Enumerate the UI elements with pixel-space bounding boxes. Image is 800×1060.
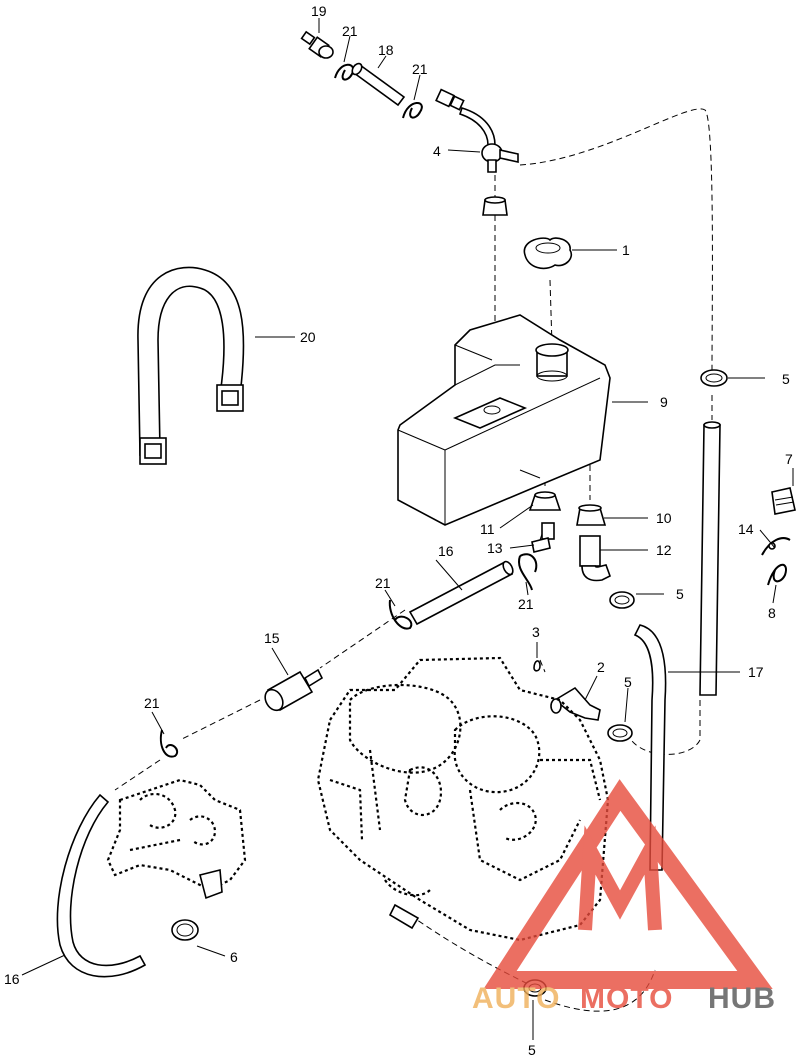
part-20-strap (137, 266, 245, 465)
part-13-fitting (531, 522, 555, 553)
callout-21: 21 (342, 23, 358, 39)
callout-7: 7 (785, 451, 793, 467)
callout-12: 12 (656, 542, 672, 558)
engine-block-outline (316, 656, 610, 942)
part-21-clamp-top-left (334, 63, 355, 81)
part-14-tie (761, 537, 791, 556)
part-21-clamp-lower-left (159, 729, 179, 758)
part-5-clamp-tank (609, 591, 635, 609)
callout-3: 3 (532, 624, 540, 640)
callout-5: 5 (624, 674, 632, 690)
leader-lines (21, 18, 794, 1040)
part-6-clamp (171, 919, 199, 941)
callout-5: 5 (676, 586, 684, 602)
part-3-check-valve (533, 660, 541, 672)
callout-4: 4 (433, 143, 441, 159)
callout-19: 19 (311, 3, 327, 19)
grommet-top (482, 196, 508, 216)
callout-14: 14 (738, 521, 754, 537)
oil-pump-fitting (199, 868, 223, 900)
callout-13: 13 (487, 540, 503, 556)
callout-16: 16 (438, 543, 454, 559)
oil-pump-outline (106, 778, 247, 892)
callout-21: 21 (144, 695, 160, 711)
engine-hose-stub (388, 903, 420, 930)
part-12-elbow-fitting (579, 535, 611, 582)
part-2-elbow (550, 686, 601, 721)
part-16-hose-lower (56, 793, 147, 978)
callout-1: 1 (622, 242, 630, 258)
part-16-hose-upper (408, 560, 514, 626)
watermark-triangle-logo (483, 779, 773, 989)
callout-6: 6 (230, 949, 238, 965)
part-21-clamp-mid-right (518, 553, 538, 591)
part-7-bracket (771, 487, 796, 515)
callout-17: 17 (748, 664, 764, 680)
part-17-hose (699, 421, 721, 696)
callout-labels: 19 21 18 21 4 1 20 5 9 7 10 11 14 13 12 … (4, 3, 793, 1058)
part-10-grommet (576, 504, 607, 526)
callout-21: 21 (375, 575, 391, 591)
callout-16: 16 (4, 971, 20, 987)
part-15-fuel-filter (264, 668, 324, 712)
part-19-fitting (300, 30, 334, 59)
callout-18: 18 (378, 42, 394, 58)
part-5-clamp-mid (607, 724, 633, 742)
callout-8: 8 (768, 605, 776, 621)
callout-5: 5 (528, 1042, 536, 1058)
callout-21: 21 (518, 596, 534, 612)
callout-15: 15 (264, 630, 280, 646)
callout-11: 11 (480, 521, 495, 537)
part-18-hose (351, 62, 406, 107)
part-1-cap (523, 237, 573, 270)
part-11-grommet (528, 491, 562, 511)
callout-5: 5 (782, 371, 790, 387)
watermark-text-auto: AUTO (472, 982, 560, 1015)
part-4-tee-fitting (435, 88, 519, 173)
callout-10: 10 (656, 510, 672, 526)
part-21-clamp-top-right (402, 102, 423, 119)
part-21-clamp-mid-left (388, 599, 413, 630)
part-8-clip (767, 563, 787, 586)
callout-21: 21 (412, 61, 428, 77)
automotohub-watermark: AUTO MOTO HUB (472, 779, 776, 1015)
part-9-oil-tank (397, 314, 611, 526)
callout-2: 2 (597, 659, 605, 675)
callout-20: 20 (300, 329, 316, 345)
watermark-text-moto: MOTO (580, 982, 673, 1015)
watermark-text-hub: HUB (708, 982, 776, 1015)
part-5-clamp-top-right (700, 369, 728, 387)
callout-9: 9 (660, 394, 668, 410)
